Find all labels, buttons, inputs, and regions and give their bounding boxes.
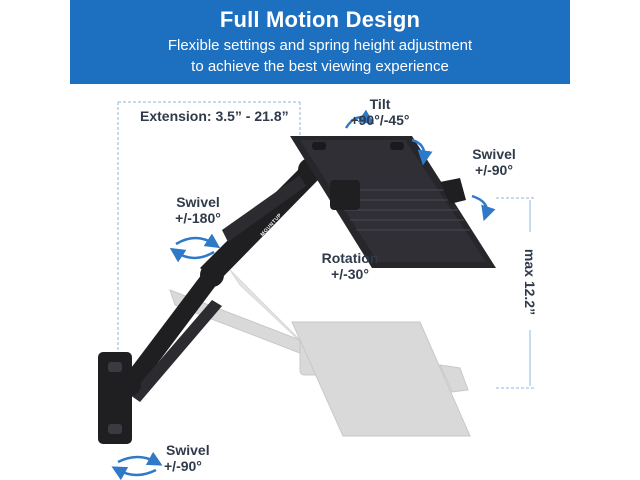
banner-title: Full Motion Design xyxy=(219,7,421,32)
header-banner: Full Motion Design Flexible settings and… xyxy=(70,0,570,84)
extension-label: Extension: 3.5” - 21.8” xyxy=(140,108,289,124)
rotate-arrows-icon xyxy=(111,109,496,480)
arm-swivel-value: +/-180° xyxy=(175,210,221,226)
wall-mount-plate xyxy=(98,352,132,444)
base-swivel-value: +/-90° xyxy=(164,458,202,474)
tilt-value: +90°/-45° xyxy=(350,112,410,128)
banner-subtitle-line1: Flexible settings and spring height adju… xyxy=(167,37,473,54)
height-dimension-line xyxy=(496,197,536,389)
base-swivel-title: Swivel xyxy=(166,442,210,458)
laptop-tray xyxy=(290,136,496,268)
banner-subtitle-line2: to achieve the best viewing experience xyxy=(191,58,449,75)
ghost-arm-position xyxy=(169,269,471,437)
tilt-title: Tilt xyxy=(369,96,391,112)
lower-arm xyxy=(119,263,224,402)
height-label: max 12.2” xyxy=(522,248,538,316)
rotation-title: Rotation xyxy=(321,250,379,266)
tray-swivel-title: Swivel xyxy=(472,146,516,162)
tray-swivel-value: +/-90° xyxy=(475,162,513,178)
arm-swivel-title: Swivel xyxy=(176,194,220,210)
rotation-value: +/-30° xyxy=(331,266,369,282)
